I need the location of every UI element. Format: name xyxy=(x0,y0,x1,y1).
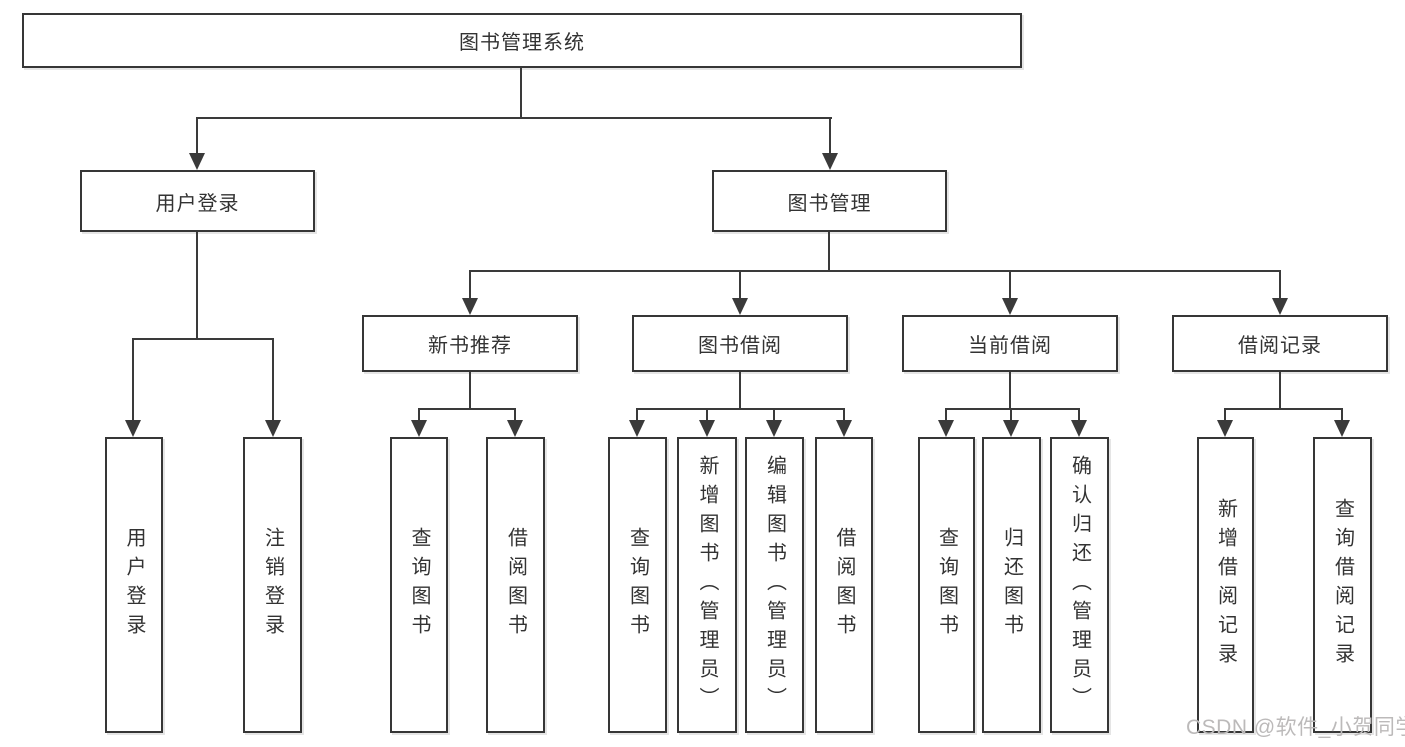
connector-borrow-stem xyxy=(739,372,741,408)
connector-drop-leaf xyxy=(514,408,516,421)
leaf-recommend-borrow-books: 借阅图书 xyxy=(486,437,545,733)
connector-drop-leaf xyxy=(843,408,845,421)
arrowhead-icon xyxy=(1071,420,1087,437)
node-new-book-recommend: 新书推荐 xyxy=(362,315,578,372)
node-root: 图书管理系统 xyxy=(22,13,1022,68)
connector-login-rail xyxy=(132,338,274,340)
arrowhead-icon xyxy=(507,420,523,437)
connector-drop-leaf xyxy=(1078,408,1080,421)
connector-borrow-rail xyxy=(636,408,845,410)
arrowhead-icon xyxy=(125,420,141,437)
leaf-user-login: 用户登录 xyxy=(105,437,163,733)
connector-drop-leaf xyxy=(132,338,134,421)
connector-current-rail xyxy=(945,408,1080,410)
connector-drop-leaf xyxy=(706,408,708,421)
connector-drop-leaf xyxy=(272,338,274,421)
connector-root-rail xyxy=(196,117,832,119)
node-borrow-records: 借阅记录 xyxy=(1172,315,1388,372)
leaf-borrow-add-books-admin: 新增图书（管理员） xyxy=(677,437,737,733)
connector-bookmgmt-stem xyxy=(828,232,830,270)
connector-drop-leaf xyxy=(1341,408,1343,421)
arrowhead-icon xyxy=(1002,298,1018,315)
leaf-current-return-books: 归还图书 xyxy=(982,437,1041,733)
arrowhead-icon xyxy=(699,420,715,437)
arrowhead-icon xyxy=(265,420,281,437)
arrowhead-icon xyxy=(1272,298,1288,315)
arrowhead-icon xyxy=(411,420,427,437)
arrowhead-icon xyxy=(732,298,748,315)
connector-drop-leaf xyxy=(418,408,420,421)
connector-records-rail xyxy=(1224,408,1343,410)
leaf-borrow-query-books: 查询图书 xyxy=(608,437,667,733)
connector-drop-leaf xyxy=(773,408,775,421)
connector-drop-login xyxy=(196,117,198,157)
arrowhead-icon xyxy=(629,420,645,437)
connector-recommend-stem xyxy=(469,372,471,408)
connector-drop-leaf xyxy=(636,408,638,421)
leaf-recommend-query-books: 查询图书 xyxy=(390,437,448,733)
arrowhead-icon xyxy=(462,298,478,315)
leaf-borrow-edit-books-admin: 编辑图书（管理员） xyxy=(745,437,804,733)
leaf-borrow-borrow-books: 借阅图书 xyxy=(815,437,873,733)
connector-drop-level3 xyxy=(739,270,741,298)
connector-drop-level3 xyxy=(469,270,471,298)
node-user-login: 用户登录 xyxy=(80,170,315,232)
connector-login-stem xyxy=(196,232,198,338)
arrowhead-icon xyxy=(1217,420,1233,437)
node-current-borrow: 当前借阅 xyxy=(902,315,1118,372)
node-book-borrow: 图书借阅 xyxy=(632,315,848,372)
connector-bookmgmt-rail xyxy=(469,270,1281,272)
connector-recommend-rail xyxy=(418,408,516,410)
connector-current-stem xyxy=(1009,372,1011,408)
csdn-watermark: CSDN @软件_小贺同学 xyxy=(1186,716,1405,739)
connector-root-stem xyxy=(520,68,522,118)
arrowhead-icon xyxy=(822,153,838,170)
node-book-management: 图书管理 xyxy=(712,170,947,232)
arrowhead-icon xyxy=(766,420,782,437)
connector-drop-level3 xyxy=(1009,270,1011,298)
connector-records-stem xyxy=(1279,372,1281,408)
leaf-current-confirm-return-admin: 确认归还（管理员） xyxy=(1050,437,1109,733)
connector-drop-level3 xyxy=(1279,270,1281,298)
leaf-records-query-record: 查询借阅记录 xyxy=(1313,437,1372,733)
arrowhead-icon xyxy=(189,153,205,170)
connector-drop-leaf xyxy=(1010,408,1012,421)
arrowhead-icon xyxy=(938,420,954,437)
connector-drop-leaf xyxy=(945,408,947,421)
arrowhead-icon xyxy=(836,420,852,437)
arrowhead-icon xyxy=(1334,420,1350,437)
leaf-current-query-books: 查询图书 xyxy=(918,437,975,733)
arrowhead-icon xyxy=(1003,420,1019,437)
connector-drop-bookmgmt xyxy=(829,117,831,157)
leaf-records-add-record: 新增借阅记录 xyxy=(1197,437,1254,733)
connector-drop-leaf xyxy=(1224,408,1226,421)
leaf-logout: 注销登录 xyxy=(243,437,302,733)
